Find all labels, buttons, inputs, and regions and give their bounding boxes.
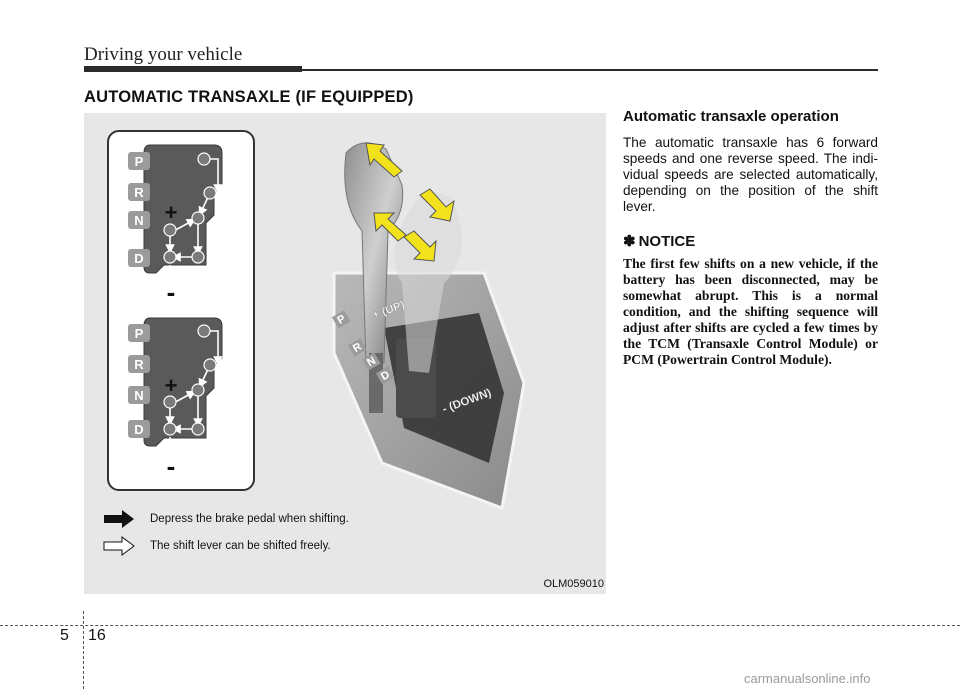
watermark: carmanualsonline.info	[744, 671, 871, 686]
gate-label-r-text: R	[134, 185, 144, 200]
gate-label-d-lower	[128, 420, 150, 438]
gate-label-n	[128, 211, 150, 229]
asterisk-icon: ✽	[623, 233, 636, 250]
footer-rule	[0, 625, 960, 626]
content-body: The automatic transaxle has 6 forward sp…	[623, 135, 878, 214]
shift-lever-figure: P R N D + - P	[84, 113, 606, 594]
figure-code: OLM059010	[543, 578, 604, 590]
notice-title: NOTICE	[638, 232, 696, 250]
gate-label-p-lower-text: P	[135, 326, 144, 341]
content-column: Automatic transaxle operation The automa…	[623, 108, 878, 368]
gate-label-d	[128, 249, 150, 267]
gate-label-n-text: N	[134, 213, 143, 228]
gate-label-r-lower-text: R	[134, 357, 144, 372]
legend-free-row: The shift lever can be shifted freely.	[142, 536, 331, 556]
page-chapter: 5	[60, 627, 69, 644]
lower-plus-label: +	[165, 373, 178, 398]
gate-label-p	[128, 152, 150, 170]
upper-minus-label: -	[167, 277, 176, 307]
manual-arrow-icon	[419, 188, 455, 222]
lower-minus-label: -	[167, 451, 176, 481]
lower-shift-gate: P R N D + -	[128, 317, 223, 481]
gate-label-r	[128, 183, 150, 201]
gate-label-p-text: P	[135, 154, 144, 169]
upper-plus-label: +	[165, 200, 178, 225]
header-bar	[84, 66, 302, 72]
header-title: Driving your vehicle	[84, 44, 243, 65]
notice-text: The first few shifts on a new vehicle, i…	[623, 256, 878, 367]
outline-arrow-icon	[103, 536, 135, 556]
shift-diagram-svg: P R N D + - P	[103, 142, 526, 556]
minus-arrow-icon	[403, 230, 437, 262]
legend-free-text: The shift lever can be shifted freely.	[150, 540, 331, 552]
legend-brake-text: Depress the brake pedal when shifting.	[150, 513, 349, 525]
content-heading: Automatic transaxle operation	[623, 108, 839, 125]
gate-label-r-lower	[128, 355, 150, 373]
upper-shift-gate: P R N D + -	[128, 144, 223, 307]
header-rule	[302, 69, 878, 71]
gate-label-p-lower	[128, 324, 150, 342]
gate-label-n-lower-text: N	[134, 388, 143, 403]
gate-label-n-lower	[128, 386, 150, 404]
gate-label-d-lower-text: D	[134, 422, 143, 437]
up-arrow-icon	[365, 142, 403, 178]
filled-arrow-icon	[104, 510, 134, 528]
section-title: AUTOMATIC TRANSAXLE (IF EQUIPPED)	[84, 88, 414, 106]
footer-divider	[83, 611, 84, 689]
legend-brake-row: Depress the brake pedal when shifting.	[142, 509, 349, 529]
page-number: 16	[88, 627, 106, 644]
gate-label-d-text: D	[134, 251, 143, 266]
plus-arrow-icon	[373, 212, 407, 242]
notice-heading: ✽ NOTICE	[623, 232, 878, 251]
shift-lever-illustration: P R N D + (UP) - (DOWN)	[331, 142, 526, 511]
